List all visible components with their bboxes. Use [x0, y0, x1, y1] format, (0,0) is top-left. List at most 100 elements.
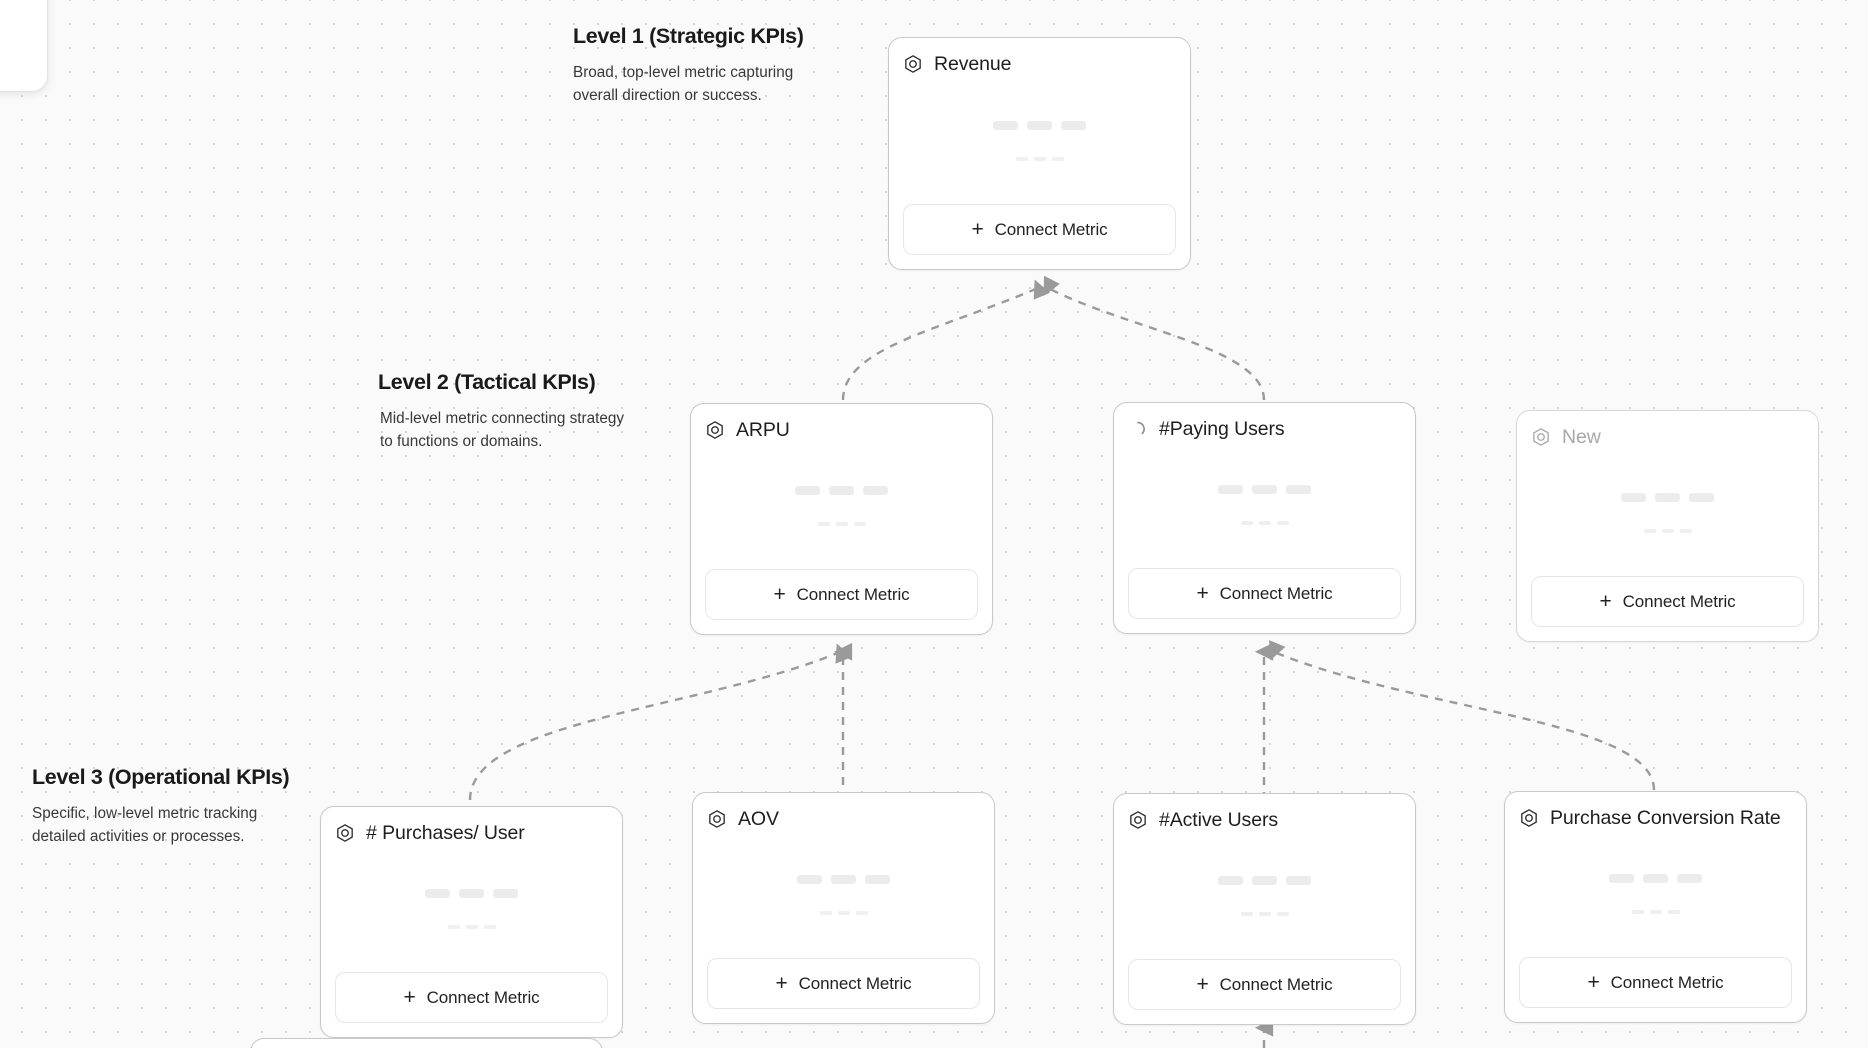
- skeleton-row-primary: [797, 875, 890, 884]
- level-1-descriptor: Level 1 (Strategic KPIs) Broad, top-leve…: [573, 24, 825, 108]
- plus-icon: +: [971, 218, 984, 241]
- connect-metric-label: Connect Metric: [796, 584, 910, 604]
- metric-card-purchases-per-user[interactable]: # Purchases/ User + Connect Metric: [320, 806, 623, 1038]
- plus-icon: +: [775, 972, 788, 995]
- metric-card-new[interactable]: New + Connect Metric: [1516, 410, 1819, 642]
- skeleton-bar: [1218, 485, 1243, 494]
- skeleton-row-secondary: [447, 925, 496, 929]
- skeleton-dash: [1033, 156, 1046, 161]
- hexagon-metric-icon: [337, 824, 353, 842]
- skeleton-dash: [1276, 912, 1289, 916]
- side-panel-partial[interactable]: [0, 0, 48, 92]
- connect-metric-label: Connect Metric: [1622, 591, 1736, 611]
- skeleton-bar: [1655, 493, 1680, 502]
- level-2-title: Level 2 (Tactical KPIs): [378, 370, 596, 394]
- card-skeleton-body: [1519, 831, 1792, 957]
- level-3-description: Specific, low-level metric tracking deta…: [32, 805, 258, 845]
- card-title: AOV: [738, 807, 779, 830]
- connect-metric-button[interactable]: + Connect Metric: [1128, 959, 1401, 1010]
- metric-card-active-users[interactable]: #Active Users + Connect Metric: [1113, 793, 1416, 1025]
- card-title: Purchase Conversion Rate: [1550, 806, 1781, 829]
- skeleton-bar: [865, 875, 890, 884]
- metric-card-aov[interactable]: AOV + Connect Metric: [692, 792, 995, 1024]
- skeleton-bar: [459, 889, 484, 898]
- card-header: AOV: [707, 806, 980, 832]
- connect-metric-button[interactable]: + Connect Metric: [1531, 576, 1804, 627]
- skeleton-row-secondary: [1631, 910, 1680, 914]
- plus-icon: +: [1196, 582, 1209, 605]
- card-skeleton-body: [1128, 833, 1401, 959]
- card-skeleton-body: [707, 832, 980, 958]
- hexagon-metric-icon: [905, 55, 921, 73]
- hexagon-metric-icon: [707, 421, 723, 439]
- skeleton-dash: [1667, 910, 1680, 914]
- card-title: # Purchases/ User: [366, 821, 525, 844]
- hexagon-metric-icon: [1533, 428, 1549, 446]
- skeleton-dash: [1015, 156, 1028, 161]
- card-header: Revenue: [903, 51, 1176, 77]
- skeleton-row-primary: [795, 486, 888, 495]
- hexagon-metric-icon: [709, 810, 725, 828]
- hexagon-metric-icon: [1130, 811, 1146, 829]
- connect-metric-button[interactable]: + Connect Metric: [707, 958, 980, 1009]
- skeleton-bar: [493, 889, 518, 898]
- connect-metric-button[interactable]: + Connect Metric: [705, 569, 978, 620]
- skeleton-bar: [1061, 120, 1086, 130]
- level-1-title: Level 1 (Strategic KPIs): [573, 24, 804, 48]
- metric-card-revenue[interactable]: Revenue + Connect Metric: [888, 37, 1191, 270]
- skeleton-row-primary: [993, 120, 1086, 130]
- connect-metric-label: Connect Metric: [994, 219, 1108, 239]
- plus-icon: +: [773, 583, 786, 606]
- skeleton-bar: [797, 875, 822, 884]
- connect-metric-button[interactable]: + Connect Metric: [1128, 568, 1401, 619]
- card-header: Purchase Conversion Rate: [1519, 805, 1792, 831]
- loading-spinner-icon: [1137, 421, 1145, 435]
- card-title: ARPU: [736, 418, 790, 441]
- level-3-title: Level 3 (Operational KPIs): [32, 765, 290, 789]
- skeleton-row-primary: [1609, 874, 1702, 883]
- connect-metric-label: Connect Metric: [426, 987, 540, 1007]
- skeleton-bar: [1218, 876, 1243, 885]
- card-title: Revenue: [934, 52, 1012, 75]
- card-title: #Paying Users: [1159, 417, 1285, 440]
- connect-metric-label: Connect Metric: [1219, 583, 1333, 603]
- skeleton-row-secondary: [1643, 529, 1692, 533]
- card-header: # Purchases/ User: [335, 820, 608, 846]
- level-3-descriptor: Level 3 (Operational KPIs) Specific, low…: [32, 765, 290, 849]
- skeleton-bar: [1621, 493, 1646, 502]
- skeleton-dash: [819, 911, 832, 915]
- metric-card-partial-offscreen[interactable]: [250, 1038, 603, 1048]
- card-header: ARPU: [705, 417, 978, 443]
- skeleton-row-secondary: [817, 522, 866, 526]
- skeleton-dash: [1258, 521, 1271, 525]
- card-skeleton-body: [705, 443, 978, 569]
- skeleton-dash: [855, 911, 868, 915]
- connect-metric-label: Connect Metric: [1610, 972, 1724, 992]
- card-header: New: [1531, 424, 1804, 450]
- skeleton-bar: [1286, 485, 1311, 494]
- skeleton-dash: [447, 925, 460, 929]
- skeleton-dash: [483, 925, 496, 929]
- skeleton-row-primary: [1218, 876, 1311, 885]
- skeleton-dash: [1649, 910, 1662, 914]
- card-skeleton-body: [335, 846, 608, 972]
- skeleton-bar: [1252, 485, 1277, 494]
- connect-metric-button[interactable]: + Connect Metric: [1519, 957, 1792, 1008]
- skeleton-dash: [1276, 521, 1289, 525]
- metric-card-purchase-conversion-rate[interactable]: Purchase Conversion Rate + Connect Metri…: [1504, 791, 1807, 1023]
- connect-metric-button[interactable]: + Connect Metric: [903, 204, 1176, 255]
- metric-card-arpu[interactable]: ARPU + Connect Metric: [690, 403, 993, 635]
- skeleton-row-primary: [1218, 485, 1311, 494]
- metric-card-paying-users[interactable]: #Paying Users + Connect Metric: [1113, 402, 1416, 634]
- skeleton-dash: [1631, 910, 1644, 914]
- skeleton-dash: [465, 925, 478, 929]
- connect-metric-label: Connect Metric: [798, 973, 912, 993]
- connect-metric-button[interactable]: + Connect Metric: [335, 972, 608, 1023]
- card-skeleton-body: [1531, 450, 1804, 576]
- skeleton-bar: [829, 486, 854, 495]
- skeleton-row-primary: [425, 889, 518, 898]
- skeleton-dash: [1258, 912, 1271, 916]
- skeleton-dash: [1679, 529, 1692, 533]
- skeleton-bar: [993, 120, 1018, 130]
